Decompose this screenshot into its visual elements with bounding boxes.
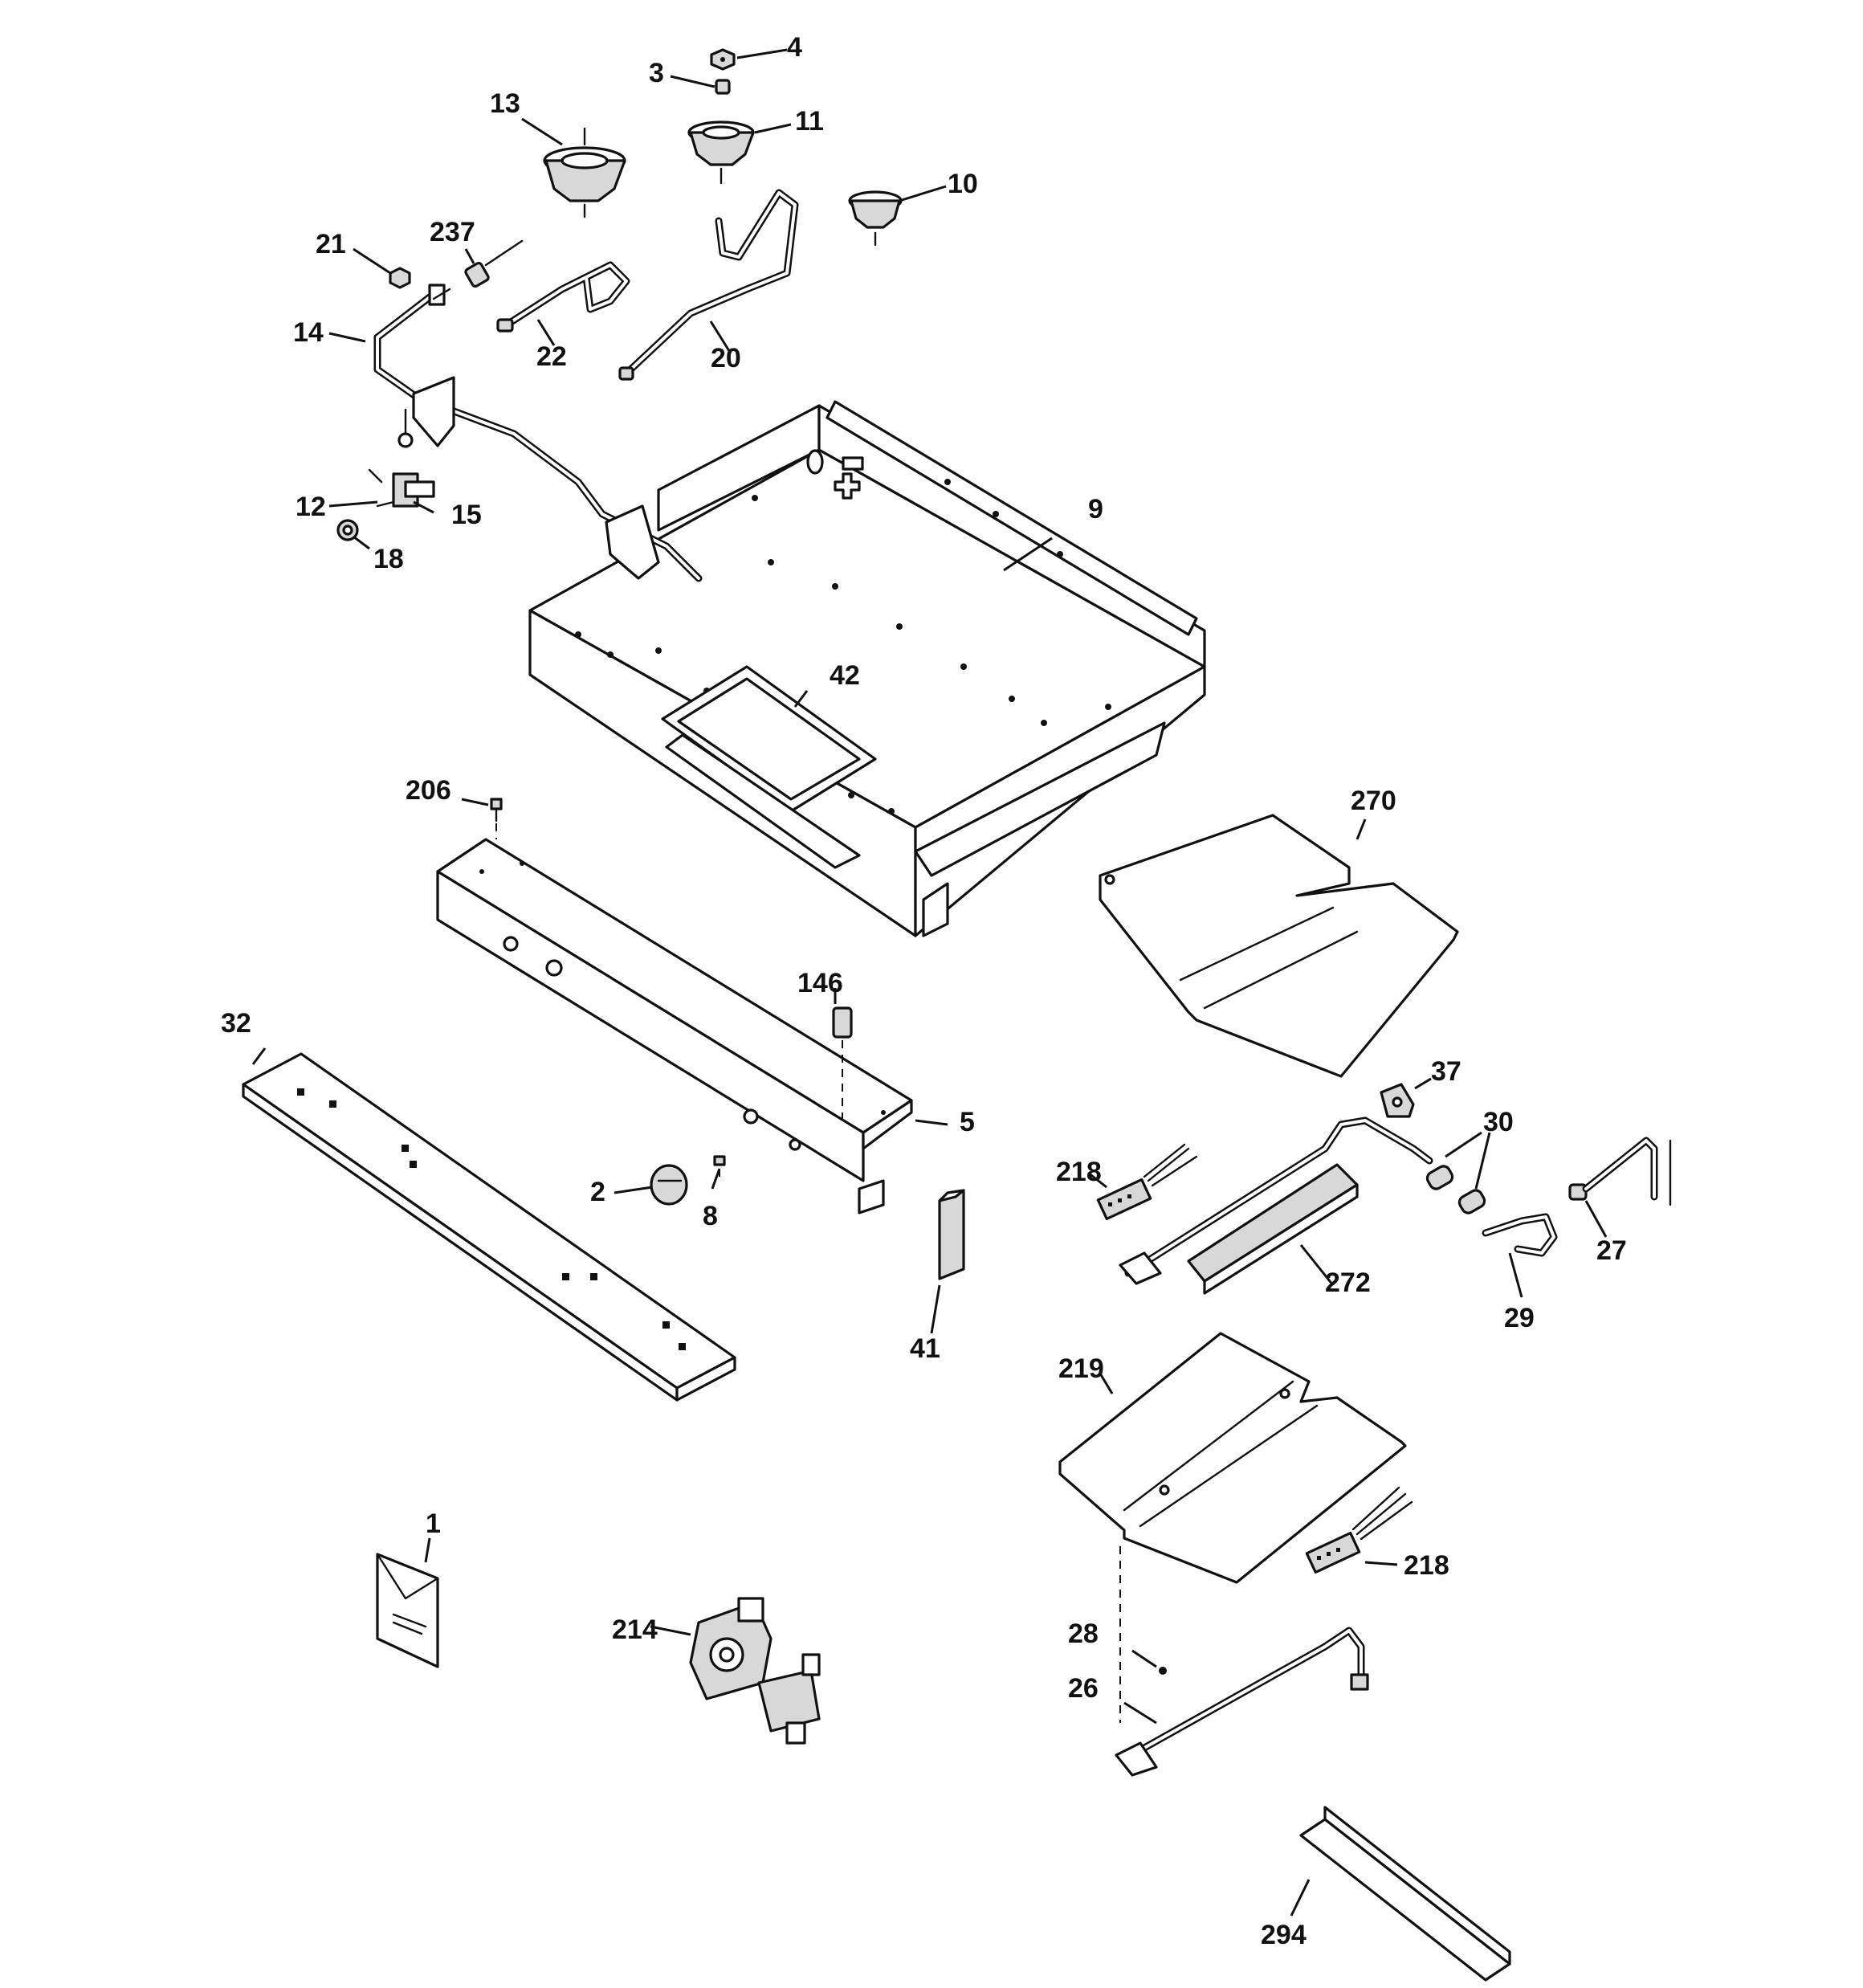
part-14-manifold bbox=[373, 284, 703, 582]
part-5-control-panel bbox=[436, 838, 913, 1214]
callout-37: 37 bbox=[1431, 1056, 1461, 1087]
part-272-diffuser bbox=[1187, 1163, 1359, 1295]
callout-41: 41 bbox=[910, 1333, 940, 1364]
part-27-tube bbox=[1568, 1137, 1672, 1206]
part-burner-tube-upper bbox=[1119, 1116, 1433, 1285]
part-9-burner-box bbox=[528, 400, 1206, 937]
callout-13: 13 bbox=[490, 88, 520, 119]
part-42-access-cover bbox=[661, 665, 877, 869]
callout-1: 1 bbox=[426, 1508, 441, 1539]
callout-219: 219 bbox=[1058, 1353, 1104, 1384]
part-37-bracket bbox=[1380, 1083, 1415, 1118]
callout-27: 27 bbox=[1596, 1235, 1627, 1266]
callout-42: 42 bbox=[830, 660, 860, 691]
callout-270: 270 bbox=[1351, 786, 1396, 816]
part-32-trim-strip bbox=[242, 1052, 736, 1402]
callout-237: 237 bbox=[430, 217, 475, 247]
callout-30: 30 bbox=[1483, 1107, 1514, 1137]
callout-32: 32 bbox=[221, 1008, 251, 1039]
part-219-shield bbox=[1058, 1332, 1407, 1584]
part-3-orifice bbox=[715, 79, 731, 95]
callout-21: 21 bbox=[316, 229, 346, 259]
callout-294: 294 bbox=[1261, 1920, 1307, 1950]
callout-10: 10 bbox=[948, 169, 978, 199]
part-2-knob bbox=[650, 1164, 688, 1206]
part-206-screw bbox=[490, 798, 503, 839]
part-30-air-shutter bbox=[1425, 1165, 1486, 1214]
part-4-nut bbox=[710, 48, 736, 71]
part-21-fitting bbox=[389, 267, 411, 289]
part-29-orifice-holder bbox=[1482, 1213, 1558, 1257]
callout-labels: 1 2 3 4 5 8 9 10 11 12 13 14 15 18 20 21… bbox=[221, 32, 1627, 1950]
leader-lines bbox=[251, 48, 1608, 1917]
callout-4: 4 bbox=[787, 32, 802, 63]
callout-8: 8 bbox=[703, 1201, 718, 1231]
callout-272: 272 bbox=[1325, 1268, 1371, 1298]
part-26-bake-burner bbox=[1115, 1627, 1369, 1777]
callout-29: 29 bbox=[1504, 1303, 1535, 1333]
part-1-literature-packet bbox=[376, 1553, 439, 1668]
callout-2: 2 bbox=[590, 1177, 605, 1207]
callout-11: 11 bbox=[795, 106, 824, 137]
callout-146: 146 bbox=[797, 968, 843, 998]
part-41-end-cap bbox=[938, 1189, 965, 1280]
callout-3: 3 bbox=[649, 58, 664, 88]
part-20-tube bbox=[618, 189, 799, 381]
part-270-shield bbox=[1099, 814, 1459, 1078]
callout-214: 214 bbox=[612, 1614, 658, 1645]
part-294-angle-rail bbox=[1299, 1806, 1511, 1982]
part-22-tube bbox=[496, 261, 630, 333]
part-12-15-valve-block bbox=[368, 408, 435, 508]
part-28-screw bbox=[1119, 1546, 1167, 1723]
callout-5: 5 bbox=[960, 1107, 975, 1137]
part-146-clip bbox=[832, 1006, 853, 1125]
callout-206: 206 bbox=[406, 775, 451, 806]
callout-18: 18 bbox=[373, 544, 404, 574]
callout-218-lower: 218 bbox=[1404, 1550, 1449, 1581]
callout-20: 20 bbox=[711, 343, 741, 374]
part-218-igniter-upper bbox=[1096, 1143, 1198, 1221]
part-11-burner-head bbox=[687, 120, 755, 185]
part-214-regulator bbox=[689, 1597, 821, 1745]
part-13-burner-head bbox=[543, 127, 626, 218]
part-10-burner-head bbox=[848, 190, 903, 247]
part-18-nut bbox=[336, 519, 359, 541]
callout-22: 22 bbox=[536, 341, 567, 372]
callout-12: 12 bbox=[296, 492, 326, 522]
callout-26: 26 bbox=[1068, 1673, 1099, 1704]
part-218-igniter-lower bbox=[1305, 1486, 1413, 1574]
part-237-fitting bbox=[432, 239, 524, 300]
callout-28: 28 bbox=[1068, 1619, 1099, 1649]
callout-218-upper: 218 bbox=[1056, 1157, 1102, 1187]
callout-15: 15 bbox=[451, 500, 482, 530]
callout-9: 9 bbox=[1088, 494, 1103, 525]
callout-14: 14 bbox=[293, 317, 324, 348]
